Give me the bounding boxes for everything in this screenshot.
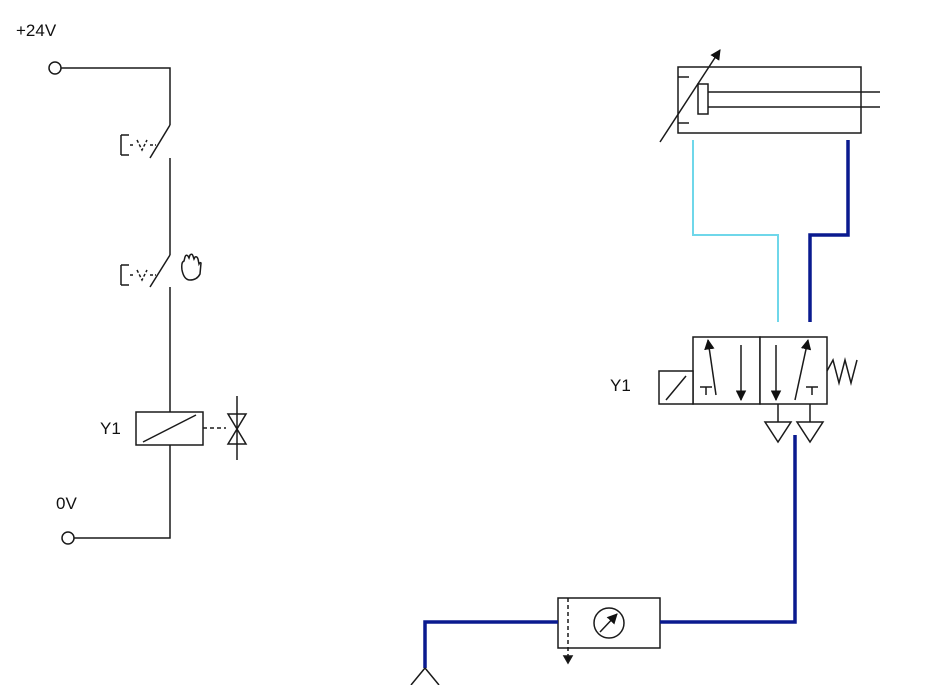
solenoid-coil-icon[interactable]	[135, 411, 226, 446]
double-acting-cylinder-icon[interactable]	[659, 49, 880, 143]
solenoid-actuator-icon[interactable]	[658, 370, 694, 405]
solenoid-pneumatic-label: Y1	[610, 376, 631, 395]
pressure-line-source	[423, 620, 542, 668]
electrical-circuit	[48, 61, 248, 545]
terminal-positive-icon[interactable]	[48, 61, 62, 75]
pushbutton-switch-icon[interactable]	[120, 124, 171, 159]
spring-return-icon	[826, 357, 858, 386]
air-supply-source-icon	[410, 667, 440, 685]
exhaust-port-icon	[795, 421, 825, 444]
wire-bottom	[74, 445, 171, 539]
supply-zero-label: 0V	[56, 494, 77, 513]
air-service-unit-icon[interactable]	[542, 597, 676, 665]
solenoid-electrical-label: Y1	[100, 419, 121, 438]
valve-indicator-icon	[226, 396, 248, 460]
wire-top	[61, 67, 171, 125]
pressure-line-cylinder	[808, 140, 850, 322]
exhaust-port-icon	[763, 421, 793, 444]
5-2-directional-valve-icon[interactable]	[692, 336, 828, 422]
terminal-zero-icon[interactable]	[61, 531, 75, 545]
pressure-line-supply	[676, 435, 797, 624]
hand-operated-switch-icon[interactable]	[120, 253, 202, 288]
supply-positive-label: +24V	[16, 21, 57, 40]
exhaust-line	[692, 140, 779, 322]
